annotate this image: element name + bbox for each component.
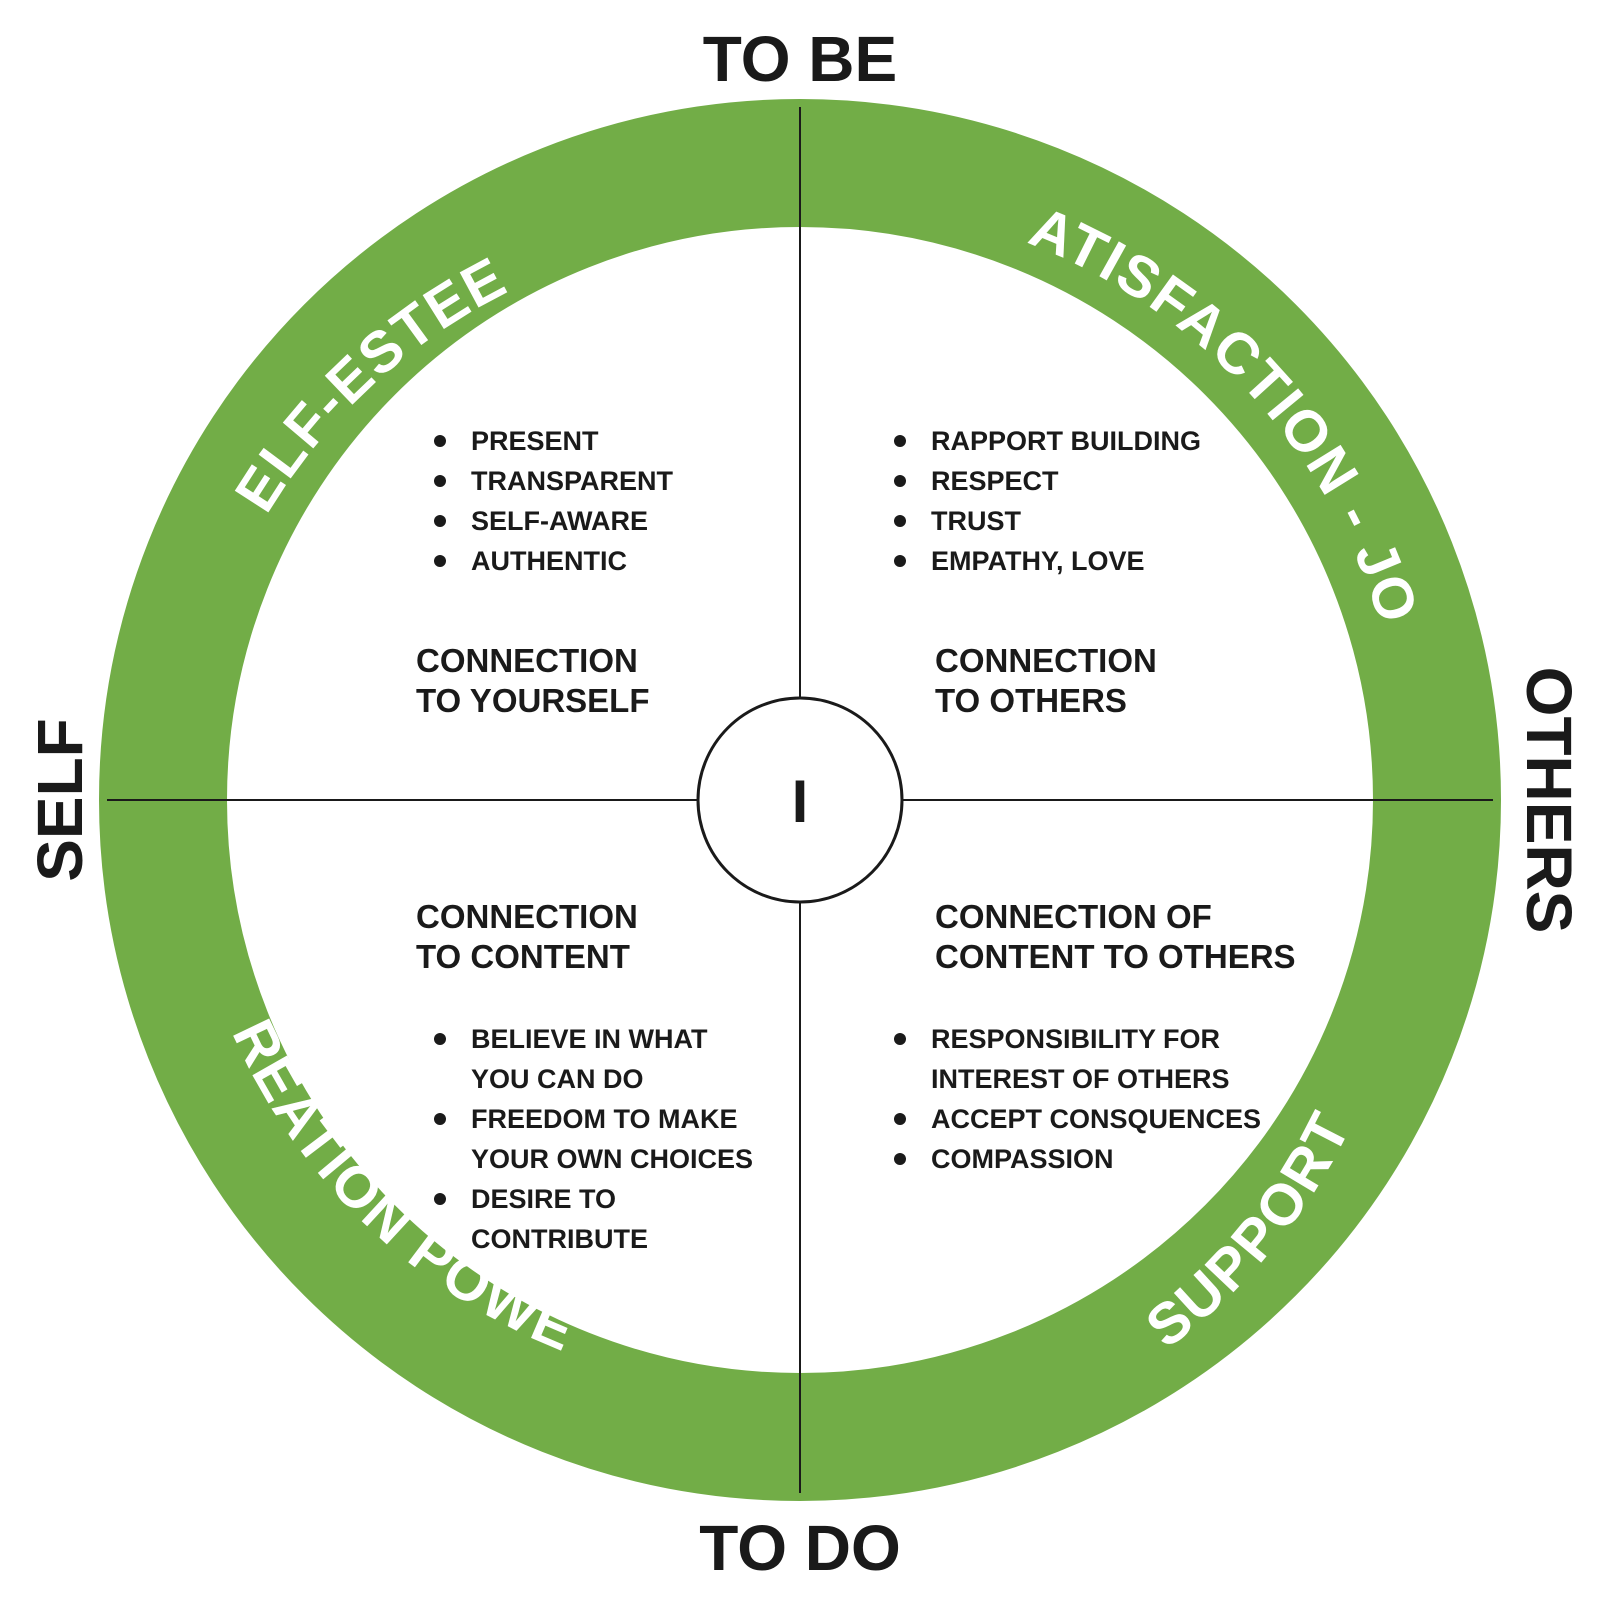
axis-label-right: OTHERS — [1513, 667, 1585, 934]
bullet-item: ACCEPT CONSQUENCES — [931, 1104, 1261, 1134]
bullet-line: BELIEVE IN WHAT — [471, 1024, 708, 1054]
bullet-item: PRESENT — [471, 426, 599, 456]
bullet-item: RESPECT — [931, 466, 1059, 496]
bullet-item: COMPASSION — [931, 1144, 1114, 1174]
bullet-line: SELF-AWARE — [471, 506, 648, 536]
bullet-item: TRUST — [931, 506, 1021, 536]
axis-label-top: TO BE — [703, 23, 897, 95]
bullet-line: RESPONSIBILITY FOR — [931, 1024, 1220, 1054]
heading-line: TO OTHERS — [935, 682, 1127, 719]
bullet-line: RESPECT — [931, 466, 1059, 496]
heading-line: CONNECTION OF — [935, 898, 1212, 935]
bullet-dot — [434, 1033, 446, 1045]
bullet-line: COMPASSION — [931, 1144, 1114, 1174]
bullet-item: EMPATHY, LOVE — [931, 546, 1145, 576]
bullet-dot — [434, 475, 446, 487]
bullet-line: EMPATHY, LOVE — [931, 546, 1145, 576]
bullet-item: TRANSPARENT — [471, 466, 674, 496]
bullet-dot — [894, 555, 906, 567]
bullet-dot — [434, 555, 446, 567]
bullet-dot — [894, 475, 906, 487]
axis-label-bottom: TO DO — [699, 1512, 901, 1584]
bullet-item: SELF-AWARE — [471, 506, 648, 536]
bullet-item: RESPONSIBILITY FOR INTEREST OF OTHERS — [931, 1024, 1230, 1094]
bullet-line: YOUR OWN CHOICES — [471, 1144, 753, 1174]
bullet-item: RAPPORT BUILDING — [931, 426, 1201, 456]
heading-line: CONNECTION — [416, 898, 638, 935]
heading-line: TO CONTENT — [416, 938, 630, 975]
bullet-item: BELIEVE IN WHAT YOU CAN DO — [471, 1024, 708, 1094]
bullet-item: DESIRE TO CONTRIBUTE — [471, 1184, 648, 1254]
bullet-line: RAPPORT BUILDING — [931, 426, 1201, 456]
bullet-dot — [894, 1113, 906, 1125]
bullet-item: AUTHENTIC — [471, 546, 627, 576]
bullet-line: DESIRE TO — [471, 1184, 616, 1214]
bullet-line: FREEDOM TO MAKE — [471, 1104, 738, 1134]
center-circle — [696, 696, 904, 904]
bullet-dot — [894, 1033, 906, 1045]
bullet-dot — [894, 1153, 906, 1165]
bullet-line: ACCEPT CONSQUENCES — [931, 1104, 1261, 1134]
bullet-dot — [894, 435, 906, 447]
bullet-dot — [894, 515, 906, 527]
bullet-dot — [434, 1193, 446, 1205]
bullet-line: YOU CAN DO — [471, 1064, 644, 1094]
bullet-line: INTEREST OF OTHERS — [931, 1064, 1230, 1094]
heading-line: TO YOURSELF — [416, 682, 649, 719]
bullet-line: AUTHENTIC — [471, 546, 627, 576]
bullet-line: CONTRIBUTE — [471, 1224, 648, 1254]
axis-label-left: SELF — [24, 718, 96, 882]
heading-line: CONNECTION — [416, 642, 638, 679]
center-label: I — [792, 768, 809, 835]
bullet-dot — [434, 435, 446, 447]
heading-line: CONTENT TO OTHERS — [935, 938, 1296, 975]
bullet-line: TRANSPARENT — [471, 466, 674, 496]
heading-line: CONNECTION — [935, 642, 1157, 679]
bullet-line: PRESENT — [471, 426, 599, 456]
bullet-dot — [434, 515, 446, 527]
bullet-dot — [434, 1113, 446, 1125]
bullet-item: FREEDOM TO MAKE YOUR OWN CHOICES — [471, 1104, 753, 1174]
bullet-line: TRUST — [931, 506, 1021, 536]
